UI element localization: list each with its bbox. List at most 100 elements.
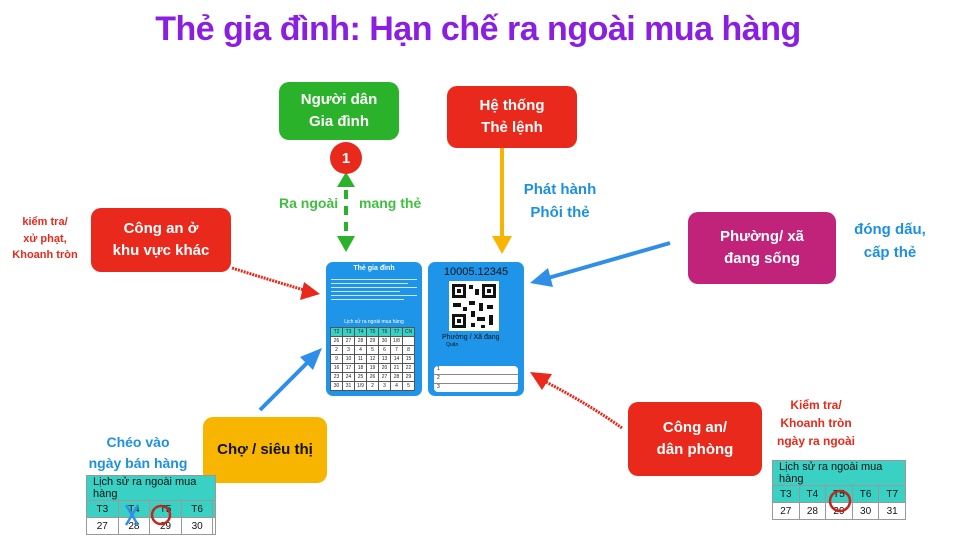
calendar-cell: 15 — [402, 354, 415, 364]
step-badge: 1 — [330, 142, 362, 174]
calendar-cell: 29 — [366, 336, 379, 346]
history-header-cell: T4 — [798, 485, 827, 503]
calendar-cell: 1/9 — [354, 381, 367, 391]
label-check-right-2: Khoanh tròn — [780, 416, 852, 430]
calendar-cell: 12 — [366, 354, 379, 364]
node-market-label: Chợ / siêu thị — [217, 441, 313, 459]
calendar-cell: 9 — [330, 354, 343, 364]
card-front-title: Thẻ gia đình — [353, 265, 395, 272]
calendar-cell: 2 — [366, 381, 379, 391]
calendar-cell: 10 — [342, 354, 355, 364]
red-arrow-police-local — [545, 380, 623, 430]
blue-arrowhead-ward — [530, 268, 553, 287]
history-header-cell: T3 — [772, 485, 800, 503]
calendar-cell: 1/8 — [390, 336, 403, 346]
calendar-cell: 13 — [378, 354, 391, 364]
history-left-marks — [124, 504, 172, 526]
calendar-cell: 11 — [354, 354, 367, 364]
label-stamp: đóng dấu, cấp thẻ — [838, 218, 942, 265]
card-back-lines: 1 2 3 — [434, 366, 518, 392]
label-stamp-line2: cấp thẻ — [863, 244, 917, 262]
red-arrowhead-police-other — [300, 282, 320, 300]
label-check-right: Kiểm tra/ Khoanh tròn ngày ra ngoài — [766, 396, 866, 450]
red-arrow-police-other — [231, 266, 305, 292]
calendar-cell: 23 — [330, 372, 343, 382]
history-value-cell: 30 — [851, 502, 880, 520]
yellow-arrowhead — [492, 236, 512, 254]
label-check-right-3: ngày ra ngoài — [776, 434, 856, 448]
label-check-left-2: xử phạt, — [23, 232, 67, 245]
card-back-ward: Phường / Xã đang — [442, 334, 500, 341]
node-police-other: Công an ở khu vực khác — [91, 208, 231, 272]
history-header-cell: T7 — [878, 485, 906, 503]
calendar-cell: 30 — [378, 336, 391, 346]
calendar-cell: 22 — [402, 363, 415, 373]
calendar-cell: 8 — [402, 345, 415, 355]
calendar-cell: 21 — [390, 363, 403, 373]
calendar-cell: 27 — [378, 372, 391, 382]
calendar-cell: 27 — [342, 336, 355, 346]
red-arrowhead-police-local — [530, 372, 552, 390]
history-header-cell: T3 — [86, 500, 119, 518]
node-police-local-line2: dân phòng — [656, 441, 734, 458]
green-arrowhead-down — [337, 236, 355, 252]
node-ward: Phường/ xã đang sống — [688, 212, 836, 284]
calendar-header-cell: T6 — [378, 327, 391, 337]
history-header-cell: T4 — [117, 500, 151, 518]
calendar-cell — [402, 336, 415, 346]
label-go-out: Ra ngoài — [279, 195, 339, 211]
label-check-left-1: kiểm tra/ — [22, 216, 68, 228]
history-value-cell — [212, 517, 216, 535]
calendar-cell: 5 — [366, 345, 379, 355]
calendar-cell: 18 — [354, 363, 367, 373]
label-cross-1: Chéo vào — [106, 434, 170, 450]
label-cross: Chéo vào ngày bán hàng — [82, 432, 194, 474]
calendar-cell: 5 — [402, 381, 415, 391]
node-system: Hệ thống Thẻ lệnh — [447, 86, 577, 148]
node-resident-line2: Gia đình — [309, 113, 369, 130]
calendar-cell: 2 — [330, 345, 343, 355]
calendar-header-cell: T2 — [330, 327, 343, 337]
calendar-cell: 28 — [354, 336, 367, 346]
calendar-header-cell: CN — [402, 327, 415, 337]
calendar-cell: 19 — [366, 363, 379, 373]
card-back-line-3: 3 — [437, 384, 440, 390]
label-issue: Phát hành Phôi thẻ — [512, 178, 608, 225]
node-police-local-line1: Công an/ — [662, 419, 728, 437]
label-cross-2: ngày bán hàng — [88, 455, 188, 471]
calendar-cell: 28 — [390, 372, 403, 382]
blue-arrow-market — [258, 360, 310, 412]
calendar-cell: 29 — [402, 372, 415, 382]
history-value-cell: 31 — [878, 502, 906, 520]
calendar-cell: 3 — [342, 345, 355, 355]
card-back-district: Quận — [446, 342, 459, 348]
calendar-cell: 31 — [342, 381, 355, 391]
node-resident-line1: Người dân — [300, 91, 378, 109]
node-resident: Người dân Gia đình — [279, 82, 399, 140]
node-market: Chợ / siêu thị — [203, 417, 327, 483]
calendar-cell: 17 — [342, 363, 355, 373]
label-check-right-1: Kiểm tra/ — [790, 398, 842, 412]
card-front-fineprint — [331, 276, 417, 316]
calendar-cell: 25 — [354, 372, 367, 382]
node-system-line2: Thẻ lệnh — [481, 119, 543, 136]
page-title: Thẻ gia đình: Hạn chế ra ngoài mua hàng — [155, 10, 801, 48]
blue-arrowhead-market — [300, 348, 322, 370]
history-right-caption: Lịch sử ra ngoài mua hàng — [772, 460, 906, 486]
calendar-cell: 20 — [378, 363, 391, 373]
label-check-left-3: Khoanh tròn — [12, 249, 78, 261]
history-value-cell: 30 — [180, 517, 214, 535]
calendar-header-cell: T3 — [342, 327, 355, 337]
history-value-cell: 28 — [798, 502, 827, 520]
card-front: Thẻ gia đình Lịch sử ra ngoài mua hàng T… — [326, 262, 422, 396]
history-left-caption: Lịch sử ra ngoài mua hàng — [86, 475, 216, 501]
node-police-other-line1: Công an ở — [123, 220, 199, 238]
label-stamp-line1: đóng dấu, — [854, 221, 926, 238]
calendar-cell: 4 — [390, 381, 403, 391]
card-back-code: 10005.12345 — [443, 266, 509, 278]
cross-mark — [124, 504, 140, 526]
